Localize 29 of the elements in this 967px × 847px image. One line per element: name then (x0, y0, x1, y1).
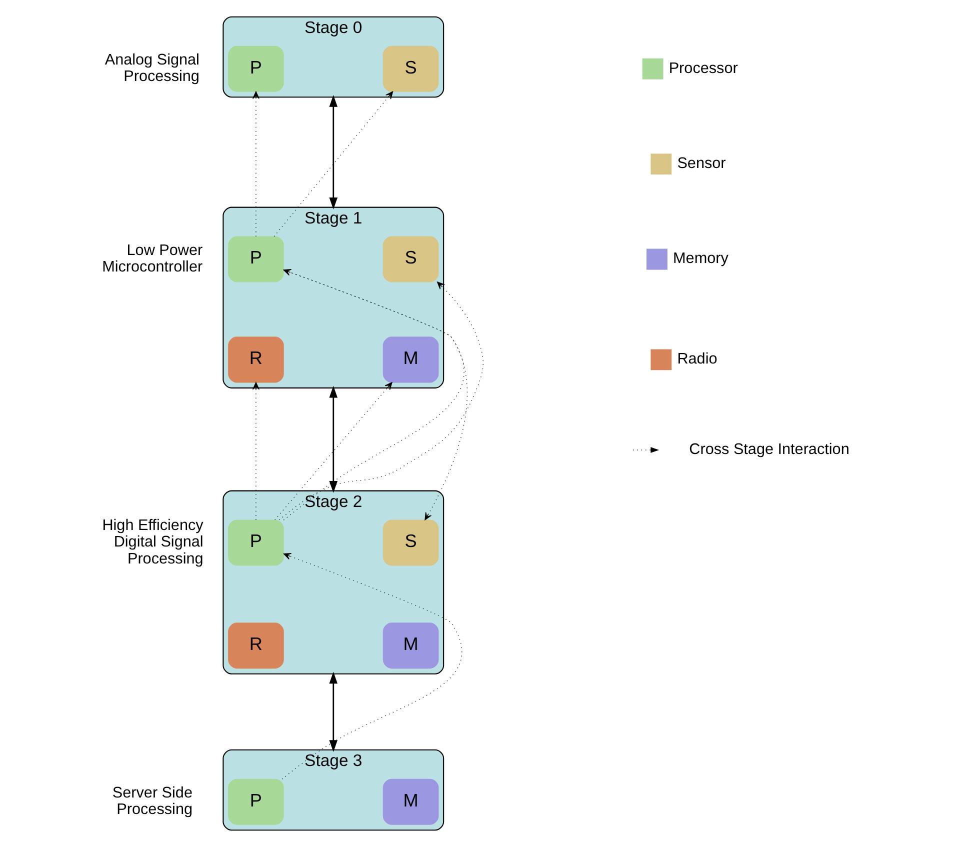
node-box: S (382, 46, 439, 92)
node-box: R (228, 622, 284, 669)
legend-label: Processor (668, 60, 738, 77)
node-label: High Efficiency Digital Signal Processing (102, 516, 204, 568)
node-box: R (228, 336, 284, 383)
node-box: S (382, 236, 439, 282)
node-label: Server Side Processing (112, 784, 192, 818)
arrow (282, 552, 462, 780)
arrow (252, 91, 260, 237)
legend-label: Sensor (677, 154, 726, 172)
arrow (274, 91, 394, 237)
arrow (329, 386, 338, 493)
node-box: M (382, 336, 439, 383)
legend-label: Radio (677, 350, 718, 368)
node-box: P (228, 236, 284, 282)
node-box: P (228, 778, 284, 825)
arrow (274, 382, 392, 520)
node-box: S (382, 520, 439, 566)
node-label: Low Power Microcontroller (102, 242, 203, 276)
node-label: Analog Signal Processing (104, 51, 200, 86)
arrow (329, 672, 338, 752)
node-box: M (382, 622, 439, 669)
arrow (329, 95, 338, 210)
node-box: P (228, 46, 284, 92)
arrow (252, 382, 260, 520)
legend-label: Cross Stage Interaction (689, 440, 850, 458)
node-box: M (382, 778, 439, 825)
legend-label: Memory (673, 250, 728, 268)
node-box: P (228, 520, 284, 566)
